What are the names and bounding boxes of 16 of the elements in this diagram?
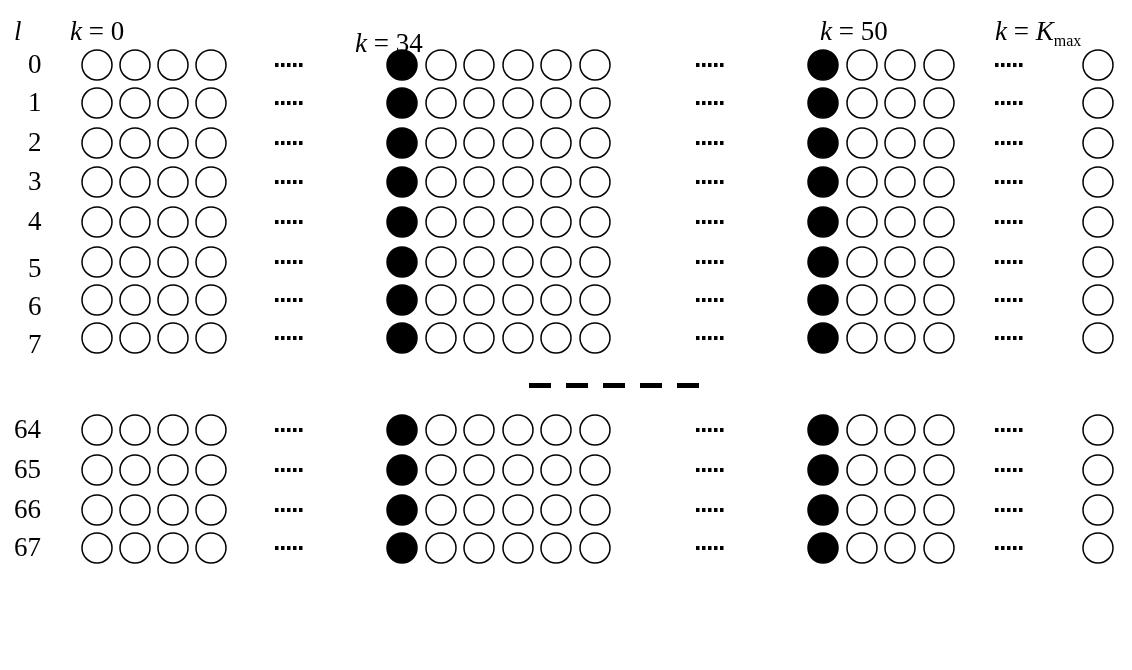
row-number: 64 <box>14 416 41 443</box>
row-number: 2 <box>28 129 42 156</box>
variable-label: l <box>14 18 22 45</box>
row-number: 7 <box>28 331 42 358</box>
row-number: 4 <box>28 208 42 235</box>
row-number: 3 <box>28 168 42 195</box>
column-label: k = K$_{max}$ <box>995 18 1082 50</box>
row-number: 65 <box>14 456 41 483</box>
column-label: k = 0 <box>70 18 125 45</box>
column-label: k = 50 <box>820 18 888 45</box>
row-number: 5 <box>28 255 42 282</box>
row-number: 0 <box>28 51 42 78</box>
row-number: 6 <box>28 293 42 320</box>
row-number: 67 <box>14 534 41 561</box>
row-number: 1 <box>28 89 42 116</box>
row-number: 66 <box>14 496 41 523</box>
